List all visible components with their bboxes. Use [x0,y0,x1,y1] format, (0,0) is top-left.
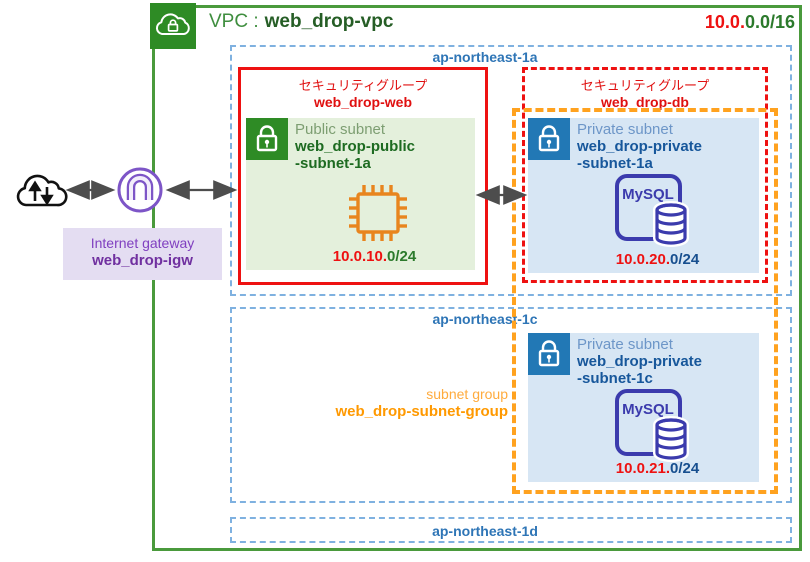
subnet-name-line2: -subnet-1a [295,155,371,172]
public-subnet-1a-box: Public subnet web_drop-public -subnet-1a… [246,118,475,270]
cidr-network-part: 10.0.20. [615,251,670,268]
private-subnet-1a-cidr: 10.0.20.0/24 [528,251,759,268]
cidr-network-part: 10.0.21. [615,460,670,477]
rds-mysql-icon: MySQL [615,174,689,247]
cidr-host-part: 0/24 [670,460,700,477]
az-1a-label: ap-northeast-1a [432,49,538,65]
internet-gateway-label: Internet gateway [90,235,195,251]
security-group-web-box: セキュリティグループ web_drop-web [238,67,488,285]
vpc-label: VPC : [209,11,259,32]
cidr-host-part: 0/24 [387,248,417,265]
vpc-title: VPC :web_drop-vpc [209,11,393,33]
public-subnet-text: Public subnet web_drop-public -subnet-1a [295,121,415,172]
subnet-group-name: web_drop-subnet-group [335,403,509,420]
subnet-group-type-label: subnet group [426,386,508,402]
az-1d-zone: ap-northeast-1d [230,517,792,543]
subnet-name-line1: web_drop-public [295,138,415,155]
subnet-type-label: Private subnet [577,336,673,353]
private-subnet-lock-icon [528,118,570,160]
private-subnet-1a-text: Private subnet web_drop-private -subnet-… [577,121,702,172]
security-group-web-name: web_drop-web [313,94,412,110]
security-group-web-header: セキュリティグループ web_drop-web [241,75,485,110]
internet-gateway-icon [117,167,163,213]
public-subnet-lock-icon [246,118,288,160]
security-group-web-label: セキュリティグループ [298,78,428,93]
ec2-instance-icon [349,185,407,241]
subnet-name-line2: -subnet-1c [577,370,653,387]
db-subnet-group-label: subnet group web_drop-subnet-group [270,386,509,420]
internet-cloud-icon [16,174,68,207]
private-subnet-lock-icon [528,333,570,375]
security-group-db-label: セキュリティグループ [580,78,710,93]
private-subnet-1c-text: Private subnet web_drop-private -subnet-… [577,336,702,387]
public-subnet-cidr: 10.0.10.0/24 [246,248,475,265]
mysql-engine-label: MySQL [622,186,674,203]
security-group-db-header: セキュリティグループ web_drop-db [525,75,765,110]
subnet-name-line1: web_drop-private [577,353,703,370]
private-subnet-1c-box: Private subnet web_drop-private -subnet-… [528,333,759,482]
cidr-network-part: 10.0. [704,12,745,32]
cidr-host-part: 0.0/16 [744,12,795,32]
subnet-name-line2: -subnet-1a [577,155,653,172]
internet-gateway-name: web_drop-igw [92,252,193,269]
subnet-type-label: Public subnet [295,121,386,138]
vpc-cidr: 10.0.0.0/16 [630,12,795,33]
subnet-name-line1: web_drop-private [577,138,703,155]
subnet-type-label: Private subnet [577,121,673,138]
az-1c-label: ap-northeast-1c [432,311,538,327]
az-1d-label: ap-northeast-1d [432,523,538,539]
az-1c-zone: ap-northeast-1c [230,307,792,503]
rds-mysql-icon: MySQL [615,389,689,462]
cidr-host-part: 0/24 [670,251,700,268]
private-subnet-1a-box: Private subnet web_drop-private -subnet-… [528,118,759,273]
vpc-icon [150,3,196,49]
internet-gateway-label-box: Internet gateway web_drop-igw [63,228,222,280]
az-1a-zone: ap-northeast-1a [230,45,792,296]
cidr-network-part: 10.0.10. [332,248,387,265]
mysql-engine-label: MySQL [622,401,674,418]
db-subnet-group-box [512,108,778,494]
security-group-db-name: web_drop-db [601,94,689,110]
vpc-name: web_drop-vpc [264,11,394,32]
security-group-db-box: セキュリティグループ web_drop-db [522,67,768,283]
private-subnet-1c-cidr: 10.0.21.0/24 [528,460,759,477]
